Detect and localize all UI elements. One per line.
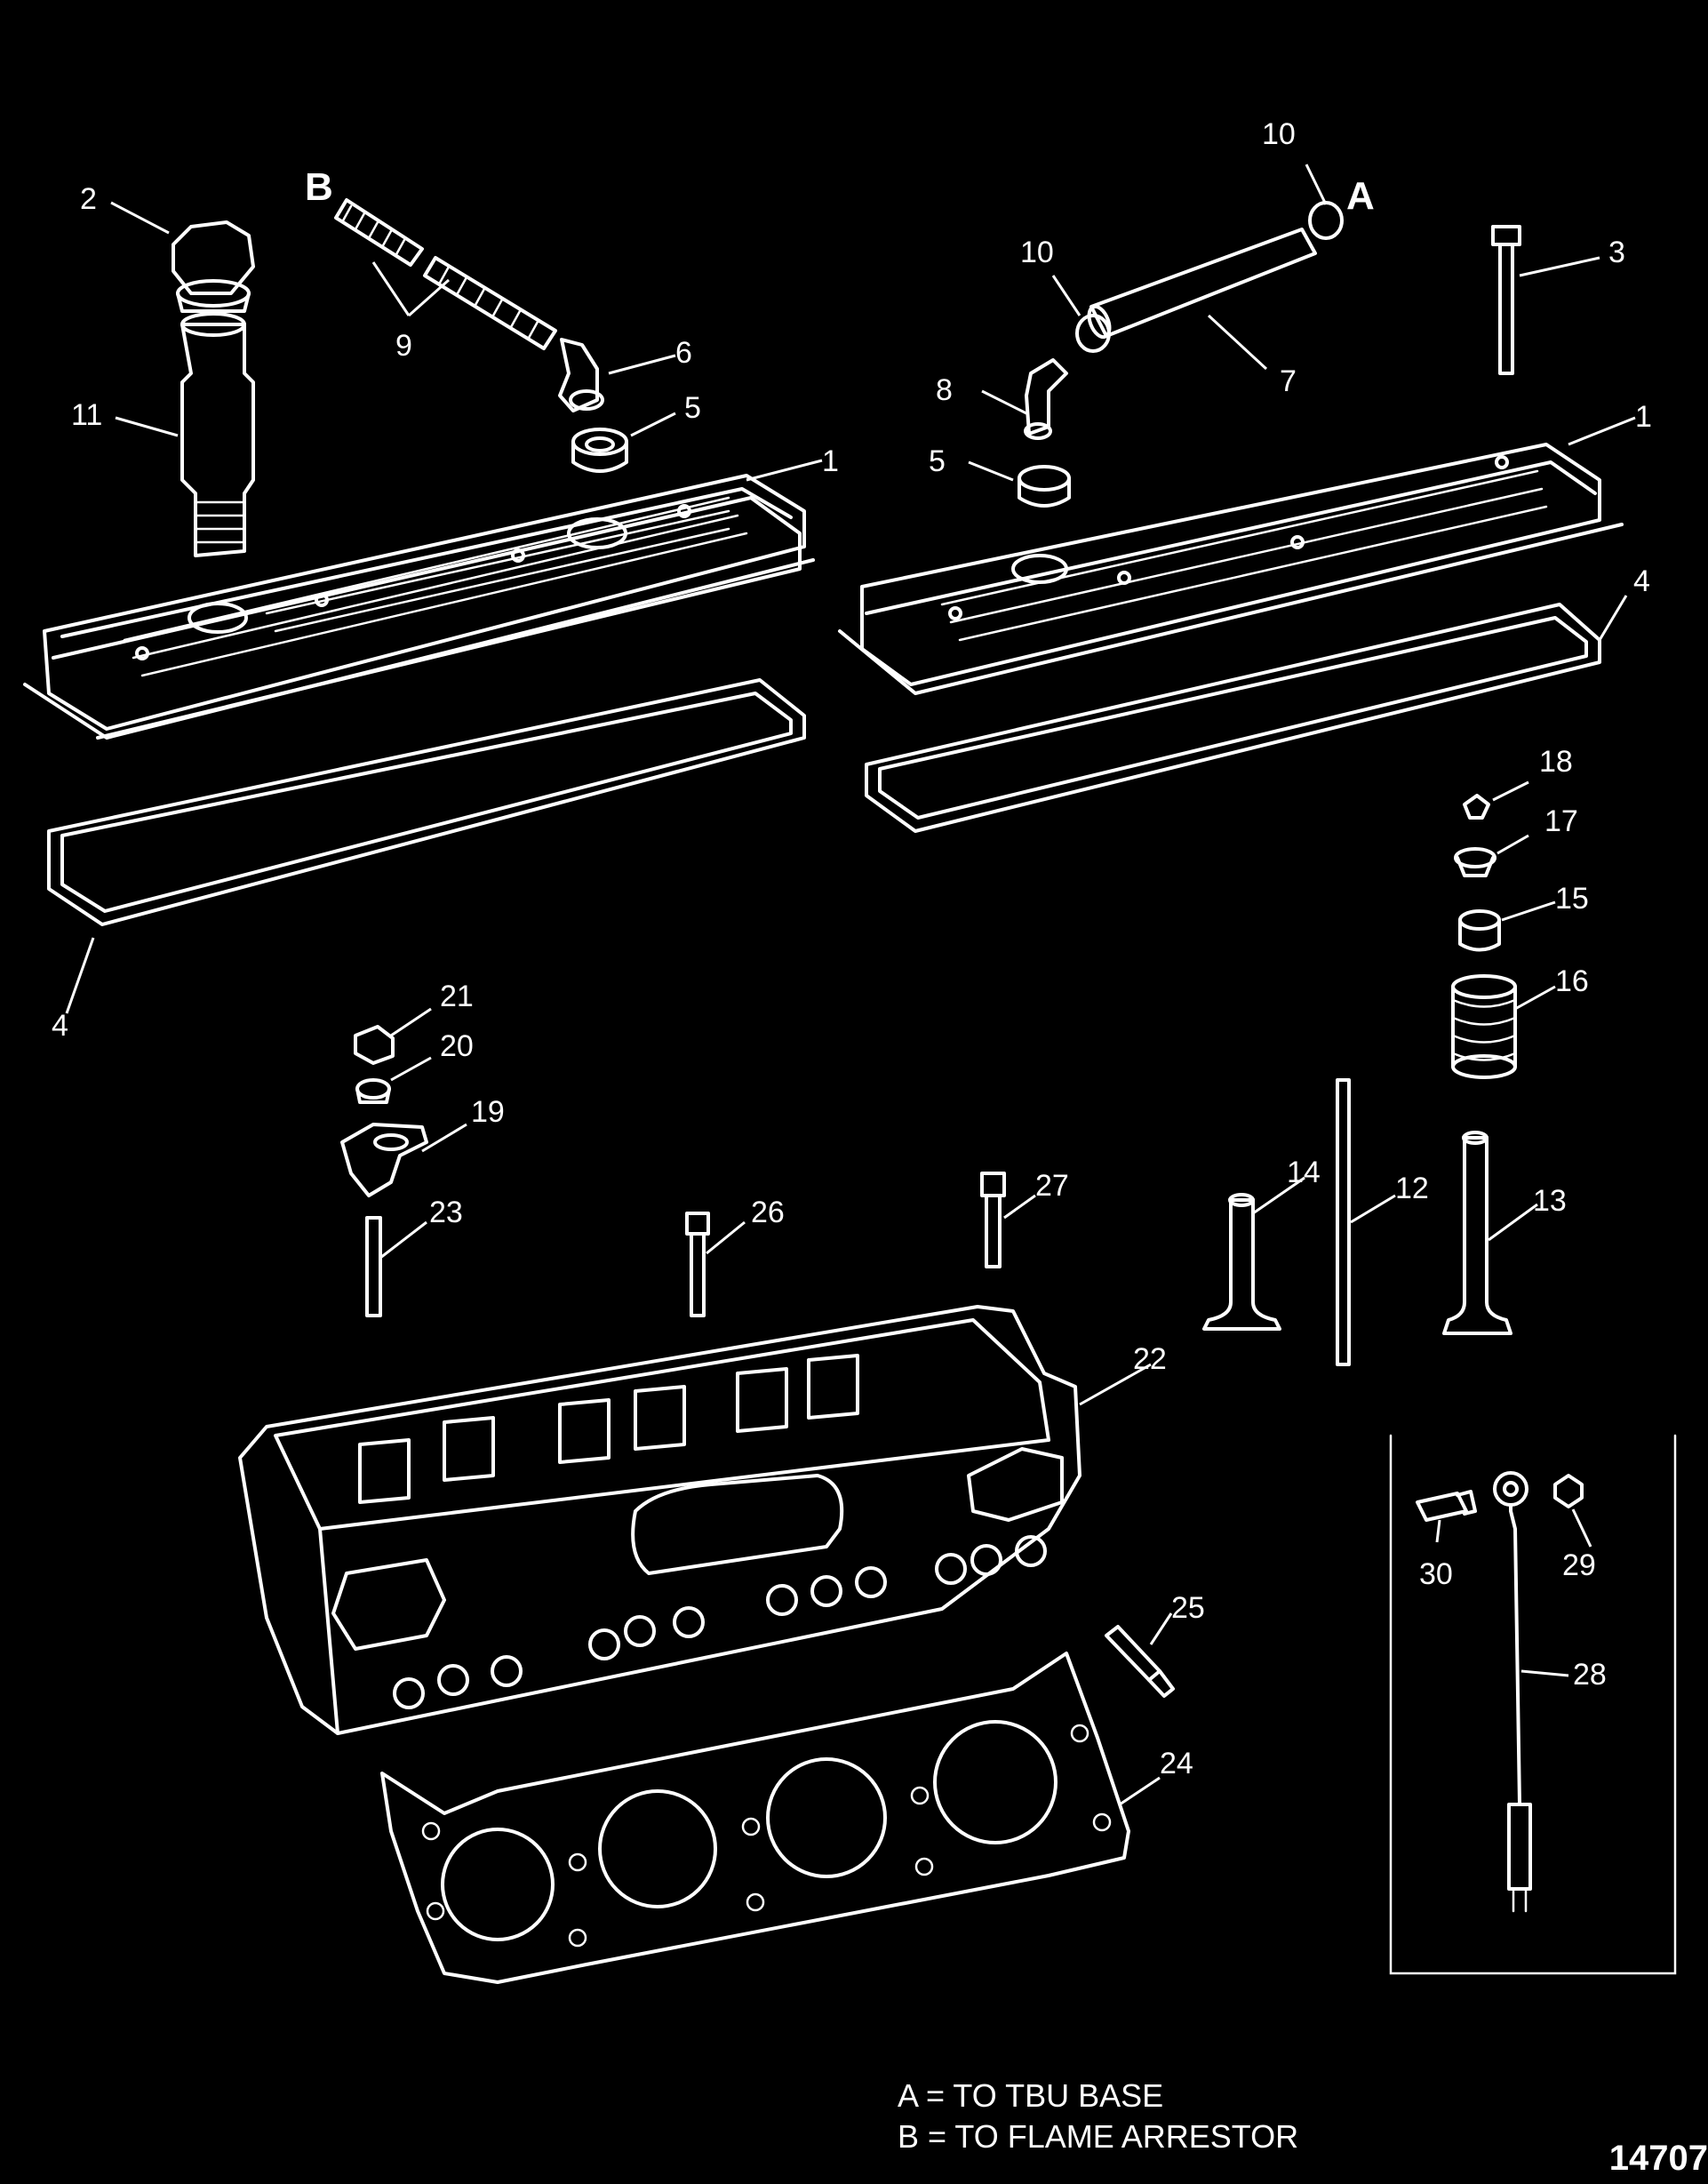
left-elbow-fitting: [558, 338, 604, 412]
exhaust-valve: [1442, 1131, 1512, 1335]
intake-valve: [1202, 1193, 1281, 1331]
callout-11: 11: [71, 398, 102, 432]
pcv-valve: [1024, 358, 1068, 440]
callout-24: 24: [1160, 1747, 1193, 1780]
breather-hose-b: [334, 198, 557, 350]
knock-sensor-nut: [1553, 1474, 1584, 1508]
right-rocker-cover: [838, 443, 1624, 695]
hose-clamp-lower: [1075, 314, 1111, 353]
rocker-ball: [355, 1078, 391, 1104]
callout-30: 30: [1419, 1557, 1453, 1591]
callout-27: 27: [1035, 1169, 1069, 1203]
valve-spring-cap: [1454, 847, 1496, 877]
callout-18: 18: [1539, 745, 1573, 779]
callout-26: 26: [751, 1196, 785, 1229]
callout-8: 8: [936, 373, 953, 407]
legend-line-b: B = TO FLAME ARRESTOR: [898, 2118, 1299, 2155]
valve-spring: [1451, 974, 1517, 1079]
callout-4-right: 4: [1633, 564, 1650, 598]
left-rocker-cover: [23, 474, 815, 740]
callout-21: 21: [440, 980, 474, 1013]
callout-28: 28: [1573, 1658, 1607, 1692]
letter-a: A: [1346, 174, 1375, 218]
callout-5-right: 5: [929, 444, 946, 478]
legend: A = TO TBU BASE B = TO FLAME ARRESTOR: [898, 2076, 1298, 2157]
callout-7: 7: [1280, 364, 1297, 398]
oil-fill-tube: [180, 312, 255, 557]
cover-bolt: [1491, 225, 1521, 375]
letter-b: B: [305, 165, 333, 209]
callout-10-lower: 10: [1020, 236, 1054, 269]
callout-10-upper: 10: [1262, 117, 1296, 151]
valve-seal: [1458, 909, 1501, 952]
callout-labels: 1 1 2 3 4 4 5 5 6 7 8 9 10 10 11 12 13 1…: [52, 117, 1652, 1780]
head-gasket: [380, 1652, 1130, 1984]
callout-1-left: 1: [822, 444, 839, 478]
right-cover-gasket: [865, 603, 1601, 833]
left-cover-gasket: [47, 678, 806, 926]
head-bolt-angled: [1105, 1625, 1175, 1698]
callout-1-right: 1: [1635, 400, 1652, 434]
legend-line-a: A = TO TBU BASE: [898, 2077, 1164, 2114]
callout-19: 19: [471, 1095, 505, 1129]
knock-sensor: [1493, 1471, 1532, 1913]
rocker-nut: [354, 1025, 395, 1065]
hose-clamp-upper: [1308, 201, 1344, 240]
callout-17: 17: [1544, 804, 1578, 838]
head-bolt-short: [685, 1212, 710, 1317]
callout-12: 12: [1395, 1172, 1429, 1205]
pcv-tube: [1087, 228, 1317, 340]
head-bolt-long: [980, 1172, 1006, 1268]
valve-keeper: [1463, 794, 1490, 820]
callout-6: 6: [675, 336, 692, 370]
callout-29: 29: [1562, 1548, 1596, 1582]
document-number: 14707: [1608, 2139, 1708, 2178]
leader-lines: [65, 164, 1636, 1806]
callout-2: 2: [80, 182, 97, 216]
knock-sensor-stud: [1416, 1490, 1477, 1522]
callout-16: 16: [1555, 964, 1589, 998]
callout-20: 20: [440, 1029, 474, 1063]
callout-22: 22: [1133, 1342, 1167, 1376]
left-grommet: [571, 428, 628, 473]
rocker-arm: [340, 1123, 428, 1197]
head-springs: [358, 1354, 859, 1504]
callout-14: 14: [1287, 1156, 1321, 1189]
cylinder-head: [238, 1305, 1081, 1735]
rocker-stud: [365, 1216, 382, 1317]
callout-4-left: 4: [52, 1009, 68, 1043]
callout-3: 3: [1608, 236, 1625, 269]
oil-fill-cap: [172, 220, 255, 313]
pushrod: [1336, 1078, 1351, 1366]
callout-15: 15: [1555, 882, 1589, 916]
callout-9: 9: [395, 329, 412, 363]
right-grommet: [1018, 465, 1071, 508]
knock-sensor-box: [1389, 1434, 1677, 1975]
callout-23: 23: [429, 1196, 463, 1229]
callout-5-left: 5: [684, 391, 701, 425]
callout-13: 13: [1533, 1184, 1567, 1218]
callout-25: 25: [1171, 1591, 1205, 1625]
